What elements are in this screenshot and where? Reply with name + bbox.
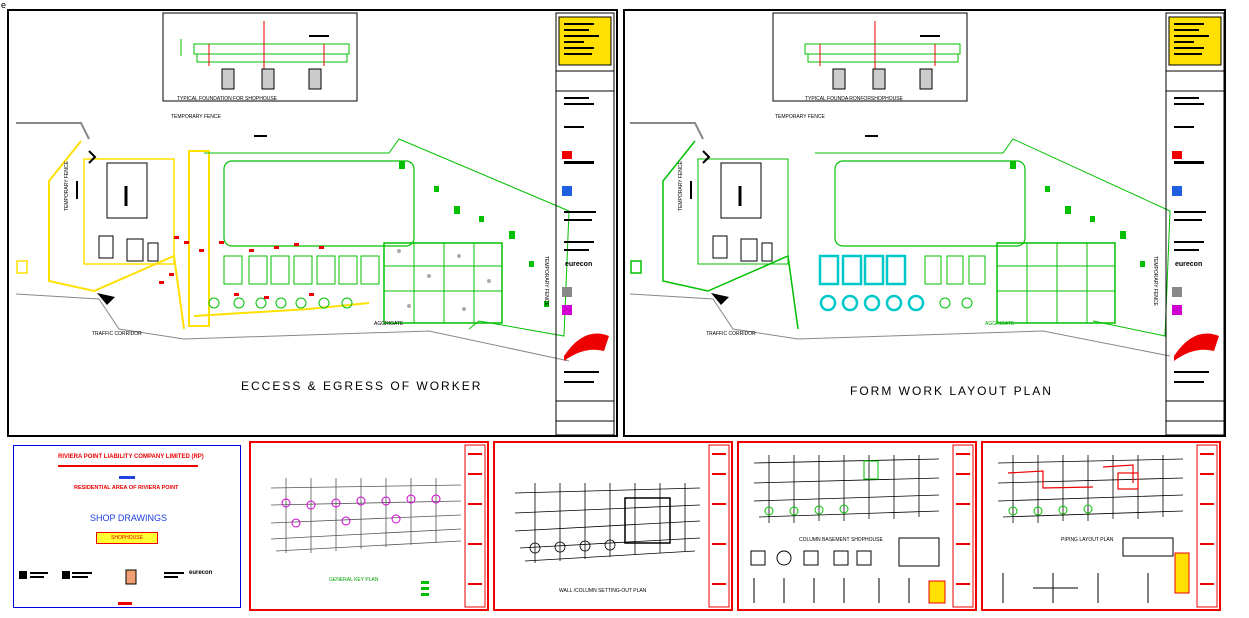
thumb-drawing [750, 444, 974, 608]
sheet-title: ECCESS & EGRESS OF WORKER [241, 379, 483, 393]
formwork-columns [818, 254, 925, 312]
sheet-title: FORM WORK LAYOUT PLAN [850, 384, 1053, 398]
thumbnail-column-basement[interactable]: COLUMN BASEMENT SHOPHOUSE [737, 441, 977, 611]
foundation-caption: TYPICAL FOUNDATION FOR SHOPHOUSE [177, 96, 278, 102]
site-plan-drawing [15, 12, 615, 436]
thumb-drawing [270, 444, 486, 608]
fence-left-label: TEMPORARY FENCE [64, 161, 70, 211]
divider-mark [119, 476, 135, 479]
thumb-caption: WALL /COLUMN SETTING-OUT PLAN [559, 588, 647, 594]
thumb-caption: GENERAL KEY PLAN [329, 577, 379, 583]
logo-eurecon: eurecon [1175, 261, 1203, 268]
fence-left-label: TEMPORARY FENCE [678, 161, 684, 211]
foundation-caption: TYPICAL FOUNDA RONFORSHOPHOUSE [805, 96, 903, 102]
company-name: RIVIERA POINT LIABILITY COMPANY LIMITED … [58, 454, 204, 460]
fence-top-label: TEMPORARY FENCE [171, 114, 221, 120]
thumb-drawing [997, 444, 1218, 608]
sheet-access-egress[interactable]: TYPICAL FOUNDATION FOR SHOPHOUSE TEMPORA… [7, 9, 618, 437]
foundation-detail [804, 21, 961, 90]
fence-top-label: TEMPORARY FENCE [775, 114, 825, 120]
thumbnail-setting-out-plan[interactable]: WALL /COLUMN SETTING-OUT PLAN [493, 441, 733, 611]
fence-right-label: TEMPORARY FENCE [543, 256, 549, 306]
corner-label: e [1, 0, 7, 10]
thumb-caption: PIPING LAYOUT PLAN [1061, 537, 1114, 543]
aggregate-label: AGGRIGATE [985, 321, 1015, 327]
logo-eurecon: eurecon [565, 261, 593, 268]
shophouse-tag: SHOPHOUSE [96, 532, 158, 544]
cover-footer-marks [19, 569, 184, 605]
company-underline [58, 465, 198, 467]
cover-heading: SHOP DRAWINGS [90, 513, 168, 523]
aggregate-label: AGGRIGATE [374, 321, 404, 327]
corridor-label: TRAFFIC CORRIDOR [706, 331, 756, 337]
thumbnail-general-key-plan[interactable]: GENERAL KEY PLAN [249, 441, 489, 611]
cover-logo: eurecon [189, 570, 213, 576]
thumb-drawing [514, 444, 730, 608]
foundation-detail [180, 21, 350, 90]
formwork-plan-drawing [629, 12, 1225, 436]
cover-subtitle: RESIDENTIAL AREA OF RIVIERA POINT [74, 485, 179, 491]
sheet-formwork-layout[interactable]: TYPICAL FOUNDA RONFORSHOPHOUSE TEMPORARY… [623, 9, 1226, 437]
corridor-label: TRAFFIC CORRIDOR [92, 331, 142, 337]
fence-right-label: TEMPORARY FENCE [1152, 256, 1158, 306]
column-grid [208, 242, 503, 324]
thumbnail-piping-layout[interactable]: PIPING LAYOUT PLAN [981, 441, 1221, 611]
cover-sheet[interactable]: RIVIERA POINT LIABILITY COMPANY LIMITED … [13, 445, 241, 608]
thumb-caption: COLUMN BASEMENT SHOPHOUSE [799, 537, 883, 543]
